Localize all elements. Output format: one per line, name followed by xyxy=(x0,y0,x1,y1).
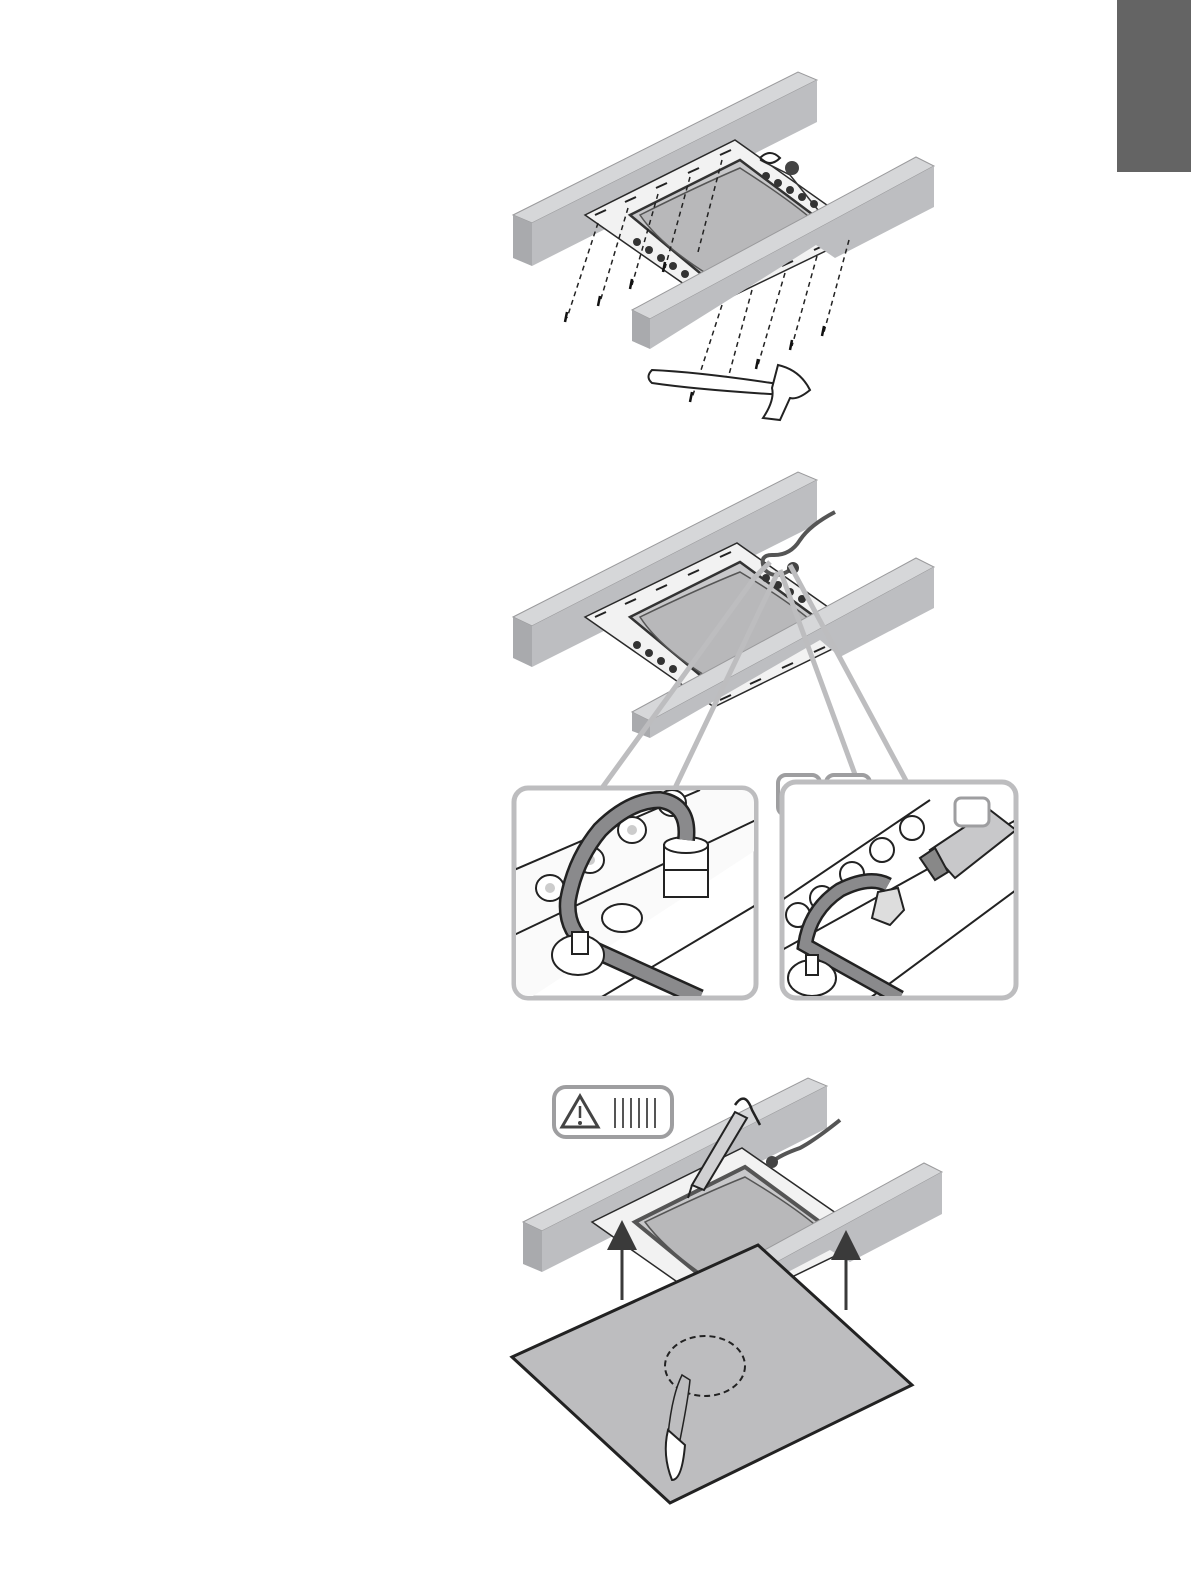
step-1-figure xyxy=(513,72,934,420)
hammer-icon xyxy=(649,365,811,420)
cable-gland-detail xyxy=(514,788,756,998)
step-3-figure xyxy=(512,1078,942,1503)
sealant-detail xyxy=(782,782,1016,998)
cable-gland-icon xyxy=(664,837,708,897)
ceiling-panel-icon xyxy=(512,1245,912,1503)
step-2-figure xyxy=(513,472,1016,998)
